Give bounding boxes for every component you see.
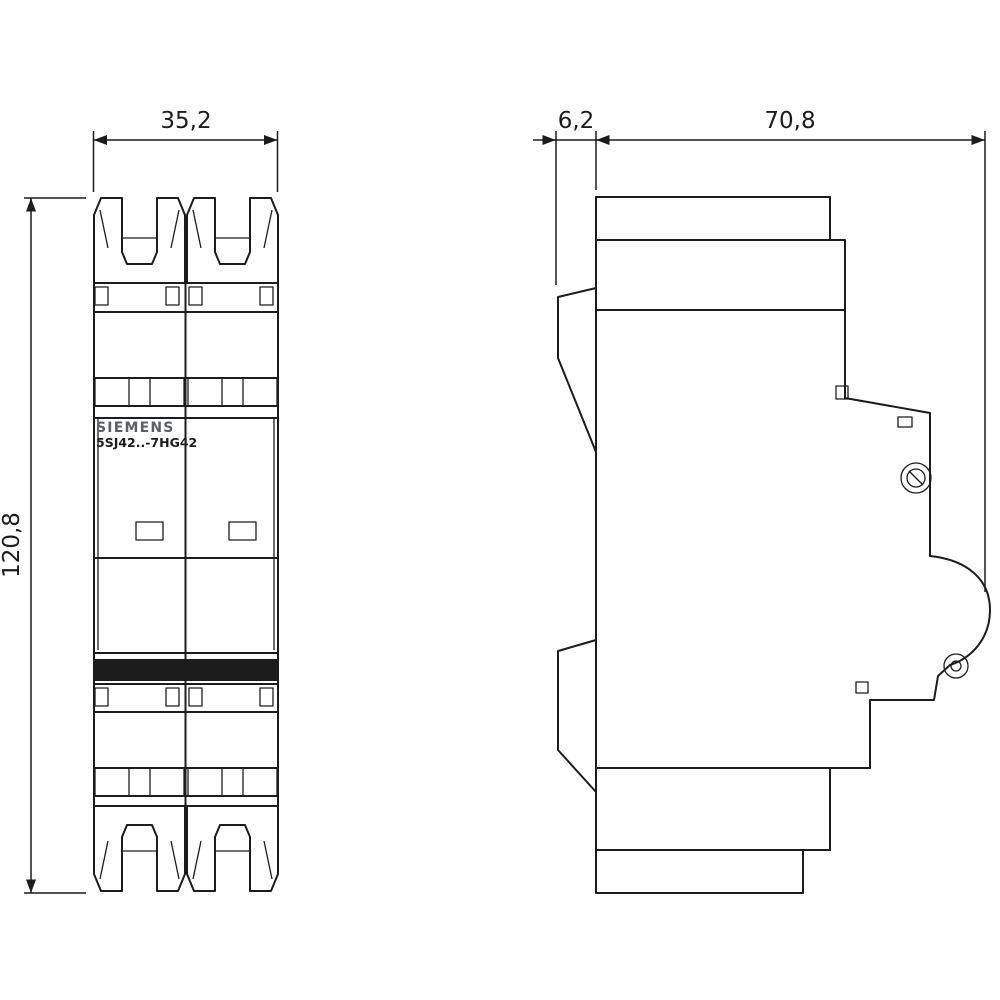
front-lower-terminal-blocks [94, 767, 278, 797]
front-horizontal-lines [93, 282, 279, 807]
pivot-inner-circle [950, 660, 962, 672]
side-view [557, 196, 991, 894]
toggle-pivot [943, 653, 969, 679]
screw-square [259, 286, 274, 306]
seal-eyelet-top [897, 416, 913, 428]
bottom-clamp-detail-pole2 [192, 840, 273, 880]
dim-label-side-rail: 6,2 [558, 108, 595, 134]
seal-eyelet-upper [835, 385, 849, 400]
model-label: 5SJ42..-7HG42 [96, 435, 197, 450]
front-dark-band [94, 659, 278, 681]
bottom-clamp-pole1 [93, 805, 186, 892]
terminal-block [94, 767, 130, 797]
bottom-clamp-detail-pole1 [99, 840, 180, 880]
top-clamp-pole1 [93, 197, 186, 284]
screw-slot [908, 470, 924, 486]
top-clamp-pole2 [186, 197, 279, 284]
terminal-block [94, 377, 130, 407]
screw-outer-circle [900, 462, 932, 494]
front-view: SIEMENS 5SJ42..-7HG42 [93, 197, 279, 892]
terminal-block [242, 377, 278, 407]
din-clip-upper [557, 287, 597, 453]
brand-label: SIEMENS [96, 420, 175, 436]
terminal-block [149, 767, 185, 797]
screw-square [94, 286, 109, 306]
toggle-window-pole2 [228, 521, 257, 541]
pivot-outer-circle [943, 653, 969, 679]
screw-square [165, 687, 180, 707]
terminal-screw [900, 462, 932, 494]
front-body-lines [93, 265, 279, 807]
front-upper-screw-row [94, 286, 274, 306]
screw-square [188, 286, 203, 306]
screw-inner-circle [906, 468, 926, 488]
top-clamp-detail-pole2 [192, 209, 273, 249]
side-outline [595, 196, 991, 894]
toggle-window-pole1 [135, 521, 164, 541]
side-internal-lines [595, 239, 871, 851]
terminal-block [149, 377, 185, 407]
top-clamp-detail-pole1 [99, 209, 180, 249]
screw-square [188, 687, 203, 707]
front-body-edges [93, 265, 279, 807]
terminal-block [187, 767, 223, 797]
seal-eyelet-lower [855, 681, 869, 694]
front-edge-inset-lines [97, 418, 275, 650]
terminal-block [187, 377, 223, 407]
dim-label-front-width: 35,2 [160, 108, 211, 134]
dim-label-front-height: 120,8 [0, 512, 25, 578]
din-clip-lower [557, 639, 597, 793]
extension-line-side-rail [555, 131, 597, 285]
front-upper-terminal-blocks [94, 377, 278, 407]
front-toggle-windows [135, 521, 257, 541]
front-lower-screw-row [94, 687, 274, 707]
screw-square [94, 687, 109, 707]
front-top-terminals [93, 197, 279, 284]
dim-label-side-depth: 70,8 [764, 108, 815, 134]
screw-square [259, 687, 274, 707]
screw-square [165, 286, 180, 306]
dimension-annotations: 35,2 120,8 6,2 70,8 [0, 108, 986, 894]
bottom-clamp-pole2 [186, 805, 279, 892]
terminal-block [242, 767, 278, 797]
extension-line-front-height [24, 197, 86, 894]
front-bottom-terminals [93, 805, 279, 892]
